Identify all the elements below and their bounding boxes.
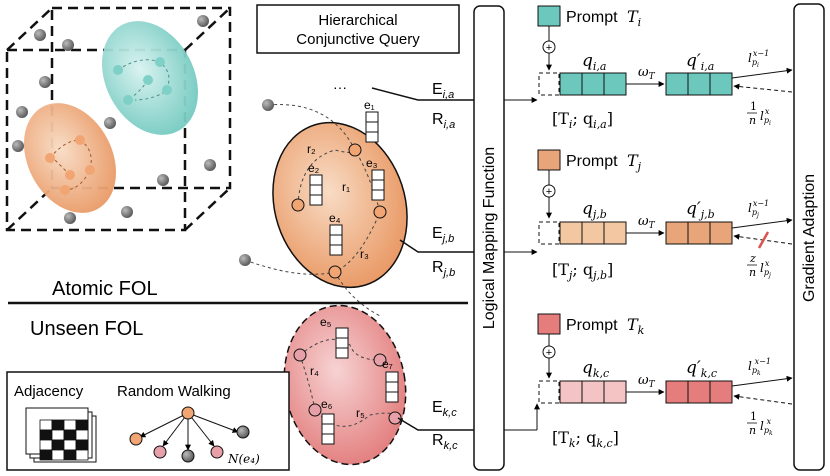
ellipsis: ··· [333,79,347,95]
edge-label-i: Ei,a Ri,a [432,81,455,131]
prompt-row-j: Prompt Tj + qj,b ωT q′j,b [Tj; qj,b] lpj… [504,149,793,282]
prompt-row-k: Prompt Tk + qk,c ωT q′k,c [Tk; qk,c] lpk… [504,313,793,450]
title-box [256,4,460,54]
blocked-gradient-mark [757,231,770,249]
logical-mapping-function-bar [473,5,505,471]
svg-text:n: n [749,114,756,127]
unseen-fol-label: Unseen FOL [30,318,143,340]
relation-r4: r₄ [310,364,319,378]
entity-e7: e₇ [382,357,393,371]
svg-text:lpjx−1: lpjx−1 [748,199,769,219]
orange-subgraph: e₁ e₂ e₃ e₄ r₁ r₂ r₃ [239,98,408,317]
entity-e4: e₄ [329,211,341,225]
prompt-row-i: Prompt Ti + qi,a ωT q′i,a [Ti; qi,a] lpi… [504,5,793,131]
title-line1: Hierarchical [318,12,397,29]
prompt-box-i [537,5,561,27]
svg-text:[Tk; qk,c]: [Tk; qk,c] [552,428,619,450]
prompt-label-j: Prompt [566,153,618,170]
svg-text:[Tj; qj,b]: [Tj; qj,b] [552,260,613,282]
embedding-space-cube [5,6,232,232]
embedding-stack-e6 [321,413,335,445]
legend-adjacency: Adjacency [14,383,84,400]
svg-text:Rk,c: Rk,c [432,432,458,452]
svg-text:Rj,b: Rj,b [432,259,455,279]
entity-e2: e₂ [308,161,320,175]
entity-e3: e₃ [366,156,378,170]
svg-text:[Ti; qi,a]: [Ti; qi,a] [552,109,613,131]
embedding-stack-e3 [371,169,385,201]
svg-text:n: n [749,424,756,437]
svg-text:lpkx−1: lpkx−1 [748,357,771,377]
svg-text:1: 1 [750,410,757,423]
relation-r1: r₁ [342,180,350,194]
svg-text:ωT: ωT [638,65,656,82]
embedding-stack-e2 [309,174,323,206]
svg-text:+: + [546,42,552,54]
prompt-box-j [537,149,561,171]
svg-text:+: + [546,186,552,198]
svg-text:1: 1 [750,100,757,113]
legend-box: Adjacency Random Walking [6,371,290,471]
edge-label-k: Ek,c Rk,c [432,399,458,452]
prompt-box-k [537,313,561,335]
edge-label-j: Ej,b Rj,b [432,225,455,279]
embedding-stack-e5 [335,327,349,359]
svg-text:ωT: ωT [638,373,656,390]
relation-r5: r₅ [356,406,365,420]
embedding-stack-e1 [365,111,379,143]
svg-text:z: z [749,252,756,265]
svg-text:Ej,b: Ej,b [432,225,454,245]
svg-text:lpkx: lpkx [760,417,773,437]
svg-text:q′k,c: q′k,c [686,358,717,380]
svg-text:lpix: lpix [760,107,771,127]
svg-text:n: n [749,266,756,279]
svg-text:Tk: Tk [627,315,645,337]
svg-text:q′i,a: q′i,a [686,51,714,73]
gradient-adaption-bar [793,3,825,471]
title-line2: Conjunctive Query [296,31,420,48]
svg-text:lpix−1: lpix−1 [748,49,769,69]
prompt-label-k: Prompt [566,317,618,334]
svg-text:Ti: Ti [627,7,641,29]
orange-cluster [23,103,117,213]
svg-text:Tj: Tj [627,151,642,173]
legend-random-walking: Random Walking [117,383,231,400]
svg-text:qj,b: qj,b [582,199,607,221]
svg-text:ωT: ωT [638,214,656,231]
entity-e5: e₅ [320,315,332,329]
svg-text:Ei,a: Ei,a [432,81,454,101]
red-subgraph: e₅ e₆ e₇ r₄ r₅ [283,304,407,466]
relation-r2: r₂ [307,142,316,156]
gradient-adaption-label: Gradient Adaption [801,174,818,302]
svg-text:Ri,a: Ri,a [432,111,455,131]
svg-text:lpjx: lpjx [760,259,771,279]
relation-r3: r₃ [360,247,369,261]
svg-text:q′j,b: q′j,b [686,199,715,221]
entity-e6: e₆ [321,397,333,411]
entity-e1: e₁ [364,98,375,112]
svg-text:qi,a: qi,a [582,51,606,73]
embedding-stack-e7 [385,371,399,403]
adjacency-matrix-icon [25,407,97,463]
svg-text:+: + [546,347,552,359]
atomic-fol-label: Atomic FOL [52,278,158,300]
svg-text:Ek,c: Ek,c [432,399,457,419]
legend-neighbor: N(e₄) [227,452,260,466]
logical-mapping-label: Logical Mapping Function [481,147,498,329]
embedding-stack-e4 [329,224,343,256]
prompt-label-i: Prompt [566,9,618,26]
svg-text:qk,c: qk,c [582,358,609,380]
random-walk-tree-icon [129,406,250,463]
